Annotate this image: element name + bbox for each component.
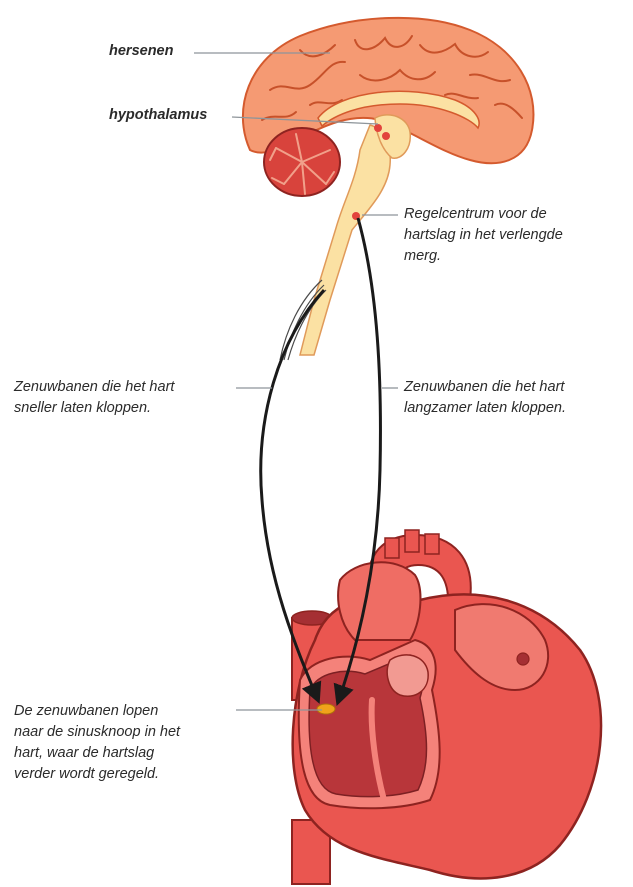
cerebellum (264, 128, 340, 196)
vessel-1 (385, 538, 399, 558)
label-line: hart, waar de hartslag (14, 743, 180, 764)
label-line: naar de sinusknoop in het (14, 722, 180, 743)
label-hypothalamus: hypothalamus (109, 105, 207, 126)
label-sinusknoop: De zenuwbanen lopen naar de sinusknoop i… (14, 701, 180, 785)
label-regelcentrum: Regelcentrum voor de hartslag in het ver… (404, 204, 563, 267)
label-line: sneller laten kloppen. (14, 398, 174, 419)
vessel-3 (425, 534, 439, 554)
pituitary-dot (382, 132, 390, 140)
label-hersenen: hersenen (109, 41, 173, 62)
label-line: verder wordt geregeld. (14, 764, 180, 785)
label-line: De zenuwbanen lopen (14, 701, 180, 722)
hypothalamus-dot (374, 124, 382, 132)
label-line: merg. (404, 246, 563, 267)
vessel-2 (405, 530, 419, 552)
pulmonary-trunk (338, 562, 420, 640)
heart-valve (387, 655, 428, 696)
label-sneller: Zenuwbanen die het hart sneller laten kl… (14, 377, 174, 419)
brain (243, 18, 534, 360)
label-line: hartslag in het verlengde (404, 225, 563, 246)
label-line: langzamer laten kloppen. (404, 398, 566, 419)
heart (292, 530, 601, 884)
label-line: Zenuwbanen die het hart (404, 377, 566, 398)
sinus-node (317, 704, 335, 714)
label-langzamer: Zenuwbanen die het hart langzamer laten … (404, 377, 566, 419)
label-hersenen-text: hersenen (109, 41, 173, 62)
label-line: Zenuwbanen die het hart (14, 377, 174, 398)
label-hypothalamus-text: hypothalamus (109, 105, 207, 126)
label-line: Regelcentrum voor de (404, 204, 563, 225)
